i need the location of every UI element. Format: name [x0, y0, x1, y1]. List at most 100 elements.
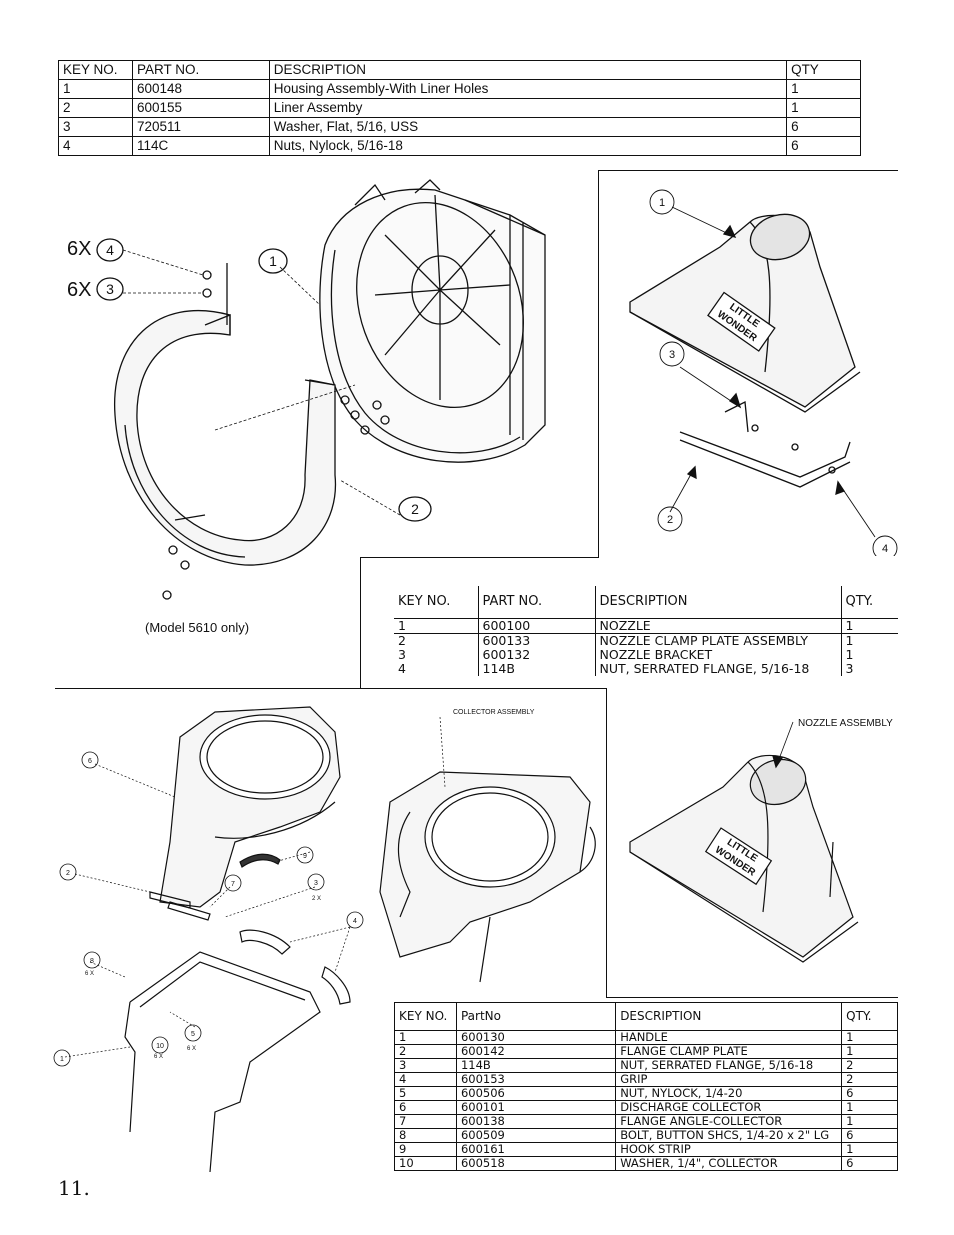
table-cell: 1: [841, 1100, 898, 1115]
table-cell: Housing Assembly-With Liner Holes: [268, 79, 788, 99]
table-cell: 5: [394, 1086, 457, 1101]
clamp-plate-drawing: [679, 400, 851, 488]
callout-1: 1: [269, 253, 277, 269]
table-cell: NUT, SERRATED FLANGE, 5/16-18: [615, 1058, 843, 1073]
table-cell: 600132: [477, 648, 595, 662]
table-cell: 3: [58, 117, 133, 137]
callout-2: 2: [411, 501, 419, 517]
table-cell: FLANGE CLAMP PLATE: [615, 1044, 843, 1059]
table-cell: 3: [394, 1058, 457, 1073]
callout-8: 8: [90, 958, 94, 965]
callout-2: 2: [667, 514, 673, 526]
table-cell: 2: [398, 633, 406, 648]
table-cell: 1: [841, 1142, 898, 1157]
callout-4: 4: [106, 242, 114, 258]
table-cell: DISCHARGE COLLECTOR: [615, 1100, 843, 1115]
table-cell: 114C: [131, 136, 270, 156]
table-cell: 600506: [455, 1086, 617, 1101]
table-cell: 6: [841, 1156, 898, 1171]
nozzle-assembly-drawing: [629, 754, 859, 963]
nozzle-diagram: LITTLE WONDER 1 3 2 4: [629, 189, 898, 556]
table-cell: 4: [398, 662, 406, 676]
table-cell: 4: [394, 1072, 457, 1087]
page-number: 11.: [58, 1176, 90, 1200]
table-cell: 600142: [455, 1044, 617, 1059]
callout-10: 10: [156, 1043, 164, 1050]
table-cell: 600138: [455, 1114, 617, 1129]
table-header-cell: PartNo: [455, 1002, 617, 1031]
callout-3: 3: [669, 349, 675, 361]
model-note: (Model 5610 only): [145, 620, 249, 635]
table-cell: 9: [394, 1142, 457, 1157]
hook-strip-drawing: [239, 853, 281, 868]
frame-line: [360, 557, 599, 558]
table-header-cell: KEY NO.: [394, 586, 478, 619]
table-cell: 1: [840, 618, 898, 634]
table-cell: 1: [840, 648, 898, 662]
table-cell: 1: [58, 79, 133, 99]
table-cell: 1: [394, 618, 478, 634]
table-cell: 1: [841, 1030, 898, 1045]
table-header-cell: DESCRIPTION: [268, 60, 788, 80]
frame-line: [606, 997, 898, 998]
qty-10: 6 X: [154, 1054, 163, 1060]
collector-diagram: 6 2 7 3 9 4 8 5 10 1 2 X 6 X 6 X 6 X COL…: [53, 706, 596, 1173]
table-cell: HANDLE: [615, 1030, 843, 1045]
table-cell: 2: [394, 1044, 457, 1059]
discharge-collector-drawing: [159, 706, 341, 908]
table-cell: NOZZLE BRACKET: [594, 648, 841, 662]
table-header-cell: QTY.: [840, 586, 898, 619]
qty-8: 6 X: [85, 971, 94, 977]
callout-5: 5: [191, 1031, 195, 1038]
callout-9: 9: [303, 853, 307, 860]
table-header-cell: QTY: [786, 60, 861, 80]
table-header-cell: KEY NO.: [394, 1002, 457, 1031]
frame-line: [598, 170, 898, 171]
table-cell: 600101: [455, 1100, 617, 1115]
table-cell: 600509: [455, 1128, 617, 1143]
qty-label-4: 6X: [67, 238, 91, 260]
table-cell: 1: [394, 1030, 457, 1045]
qty-label-3: 6X: [67, 279, 91, 301]
table-cell: 10: [394, 1156, 457, 1171]
table-header-cell: QTY.: [841, 1002, 898, 1031]
table-cell: 600518: [455, 1156, 617, 1171]
housing-callouts: [96, 238, 432, 522]
callout-3: 3: [314, 880, 318, 887]
table-cell: Liner Assemby: [268, 98, 788, 118]
table-header-cell: PART NO.: [131, 60, 270, 80]
table-cell: 2: [58, 98, 133, 118]
frame-line: [606, 688, 607, 998]
table-cell: 600155: [131, 98, 270, 118]
table-cell: GRIP: [615, 1072, 843, 1087]
table-cell: NOZZLE CLAMP PLATE ASSEMBLY: [594, 633, 841, 648]
table-cell: NUT, SERRATED FLANGE, 5/16-18: [594, 662, 841, 676]
housing-drawing: [319, 179, 546, 463]
callout-4: 4: [882, 543, 888, 555]
table-cell: WASHER, 1/4", COLLECTOR: [615, 1156, 843, 1171]
table-cell: 6: [841, 1128, 898, 1143]
handle-drawing: [124, 951, 321, 1173]
table-cell: Nuts, Nylock, 5/16-18: [268, 136, 788, 156]
table-cell: 1: [841, 1114, 898, 1129]
table-cell: Washer, Flat, 5/16, USS: [268, 117, 788, 137]
callout-4: 4: [353, 918, 357, 925]
callout-1: 1: [60, 1056, 64, 1063]
table-cell: NUT, NYLOCK, 1/4-20: [615, 1086, 843, 1101]
table-cell: 6: [786, 117, 861, 137]
